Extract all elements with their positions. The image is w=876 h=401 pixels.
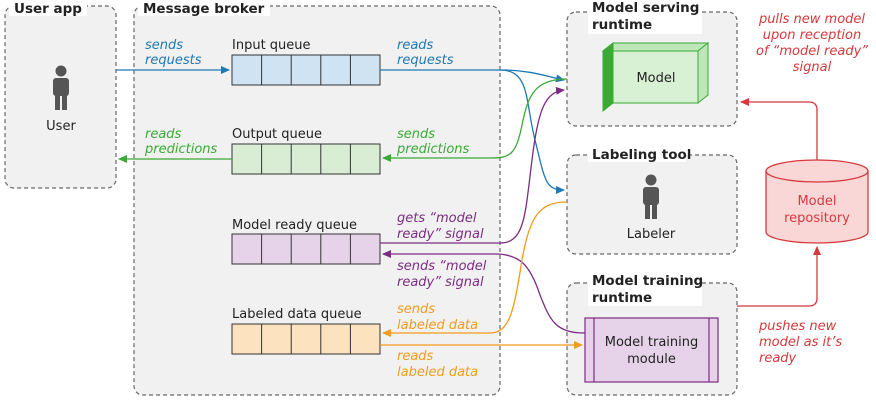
labeler-person-icon (643, 174, 659, 219)
labeled-data-queue-label: Labeled data queue (232, 307, 362, 322)
message-broker-container: Message broker (133, 0, 501, 396)
reads-predictions-label-line1: reads (145, 127, 182, 142)
sends-labeled-data-arrow (382, 201, 568, 337)
input-queue-label: Input queue (232, 38, 311, 53)
repository-label-line1: Model (797, 194, 836, 209)
sends-labeled-data-label-line2: labeled data (397, 318, 478, 333)
model-cube (601, 41, 710, 113)
user-person-icon (53, 65, 69, 110)
sends-model-ready-label-line1: sends “model (397, 259, 487, 274)
sends-predictions-label-line2: predictions (396, 142, 470, 157)
model-training-title-line2: runtime (592, 290, 652, 306)
pulls-new-model-label-line4: signal (793, 60, 832, 75)
labeler-label: Labeler (627, 227, 676, 242)
gets-model-ready-label-line1: gets “model (397, 211, 477, 226)
output-queue-label: Output queue (232, 127, 322, 142)
model-serving-title-line2: runtime (592, 17, 652, 33)
model-ready-queue (231, 233, 381, 265)
reads-labeled-data-label-line1: reads (397, 349, 434, 364)
user-app-title: User app (14, 1, 82, 17)
pulls-new-model-label-line3: of “model ready” (756, 44, 868, 59)
reads-requests-label-line1: reads (397, 38, 434, 53)
repository-label-line2: repository (784, 211, 850, 226)
pushes-new-model-label-line1: pushes new (758, 319, 837, 334)
reads-predictions-label-line2: predictions (144, 142, 218, 157)
pushes-new-model-arrow (737, 246, 821, 307)
pulls-new-model-arrow (740, 98, 818, 160)
sends-model-ready-arrow (382, 250, 586, 334)
pulls-new-model-label-line2: upon reception (763, 28, 861, 43)
gets-model-ready-arrow (380, 86, 565, 244)
model-repository-cylinder (765, 159, 869, 244)
training-module-label-line1: Model training (605, 335, 699, 350)
model-ready-queue-label: Model ready queue (232, 218, 357, 233)
sends-predictions-label-line1: sends (397, 127, 435, 142)
message-broker-title: Message broker (143, 1, 265, 17)
model-label: Model (636, 71, 675, 86)
sends-predictions-arrow (382, 78, 568, 162)
pushes-new-model-label-line3: ready (759, 351, 797, 366)
user-app-container: User app (4, 0, 117, 189)
sends-labeled-data-label-line1: sends (397, 302, 435, 317)
sends-requests-label-line1: sends (145, 38, 183, 53)
sends-model-ready-label-line2: ready” signal (397, 275, 484, 290)
model-training-module (584, 317, 719, 383)
labeling-tool-title: Labeling tool (592, 147, 691, 163)
reads-labeled-data-label-line2: labeled data (397, 365, 478, 380)
reads-requests-label-line2: requests (397, 53, 454, 68)
pushes-new-model-label-line2: model as it’s (759, 335, 842, 350)
labeled-data-queue (231, 323, 381, 355)
sends-requests-label-line2: requests (145, 53, 202, 68)
output-queue (231, 143, 381, 175)
user-label: User (46, 119, 76, 134)
gets-model-ready-label-line2: ready” signal (397, 227, 484, 242)
input-queue (231, 54, 381, 86)
model-training-title-line1: Model training (592, 273, 703, 289)
reads-requests-arrow (380, 69, 565, 194)
pulls-new-model-label-line1: pulls new model (758, 12, 865, 27)
training-module-label-line2: module (627, 352, 676, 367)
model-serving-title-line1: Model serving (592, 0, 699, 16)
